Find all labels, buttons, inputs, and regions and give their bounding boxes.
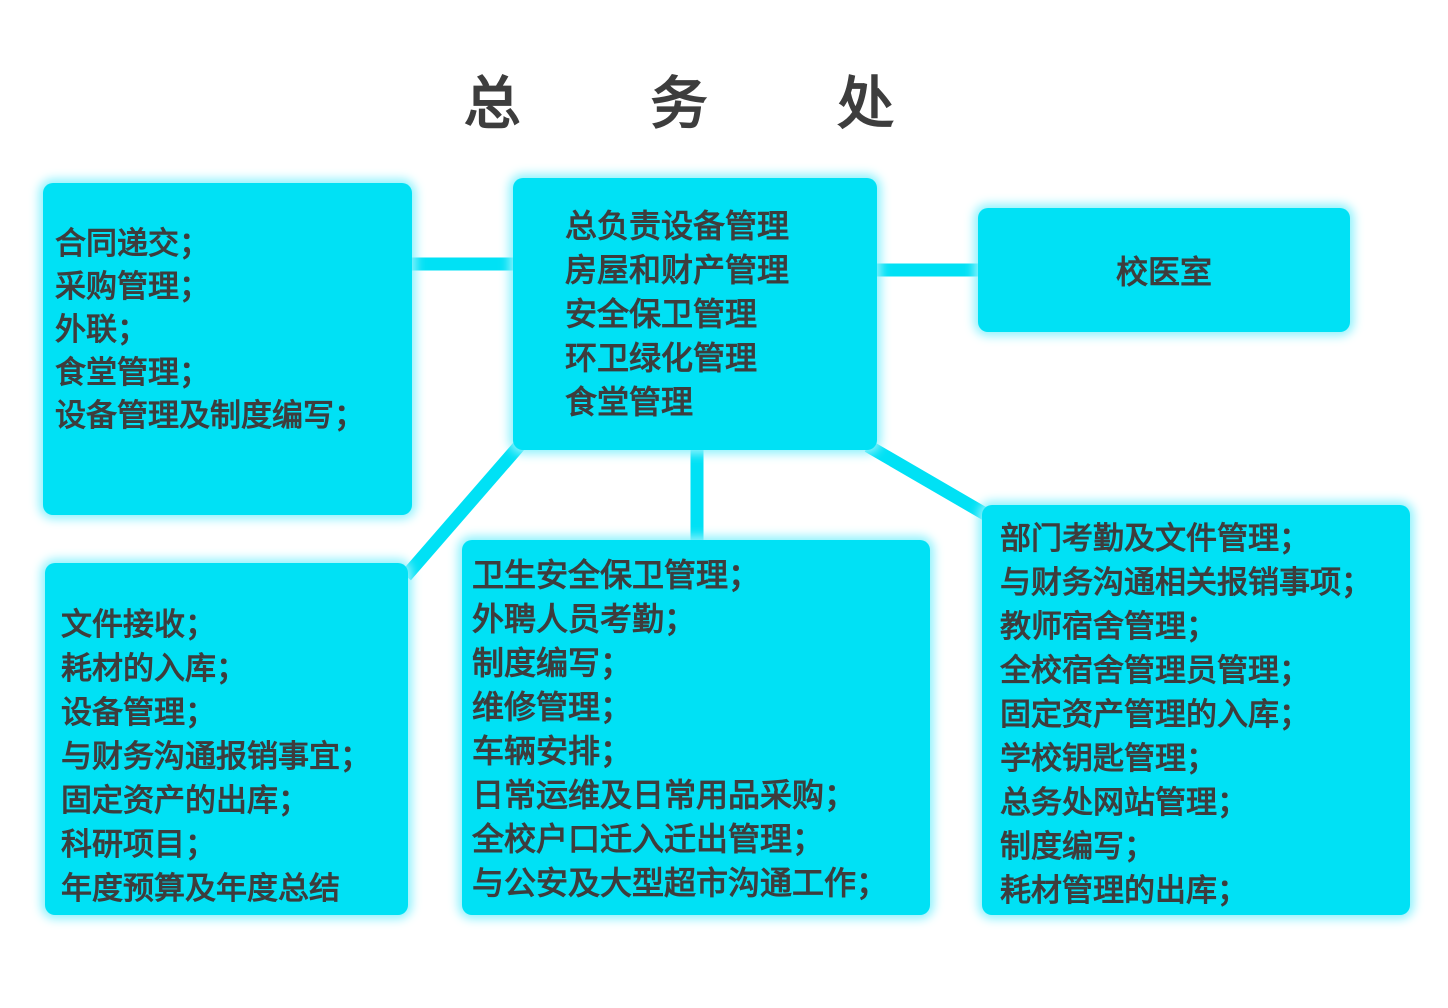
box-duties-bottom-center: 卫生安全保卫管理； 外聘人员考勤； 制度编写； 维修管理； 车辆安排； 日常运维及日常用品… bbox=[462, 540, 930, 915]
duty-text-line: 制度编写； bbox=[1000, 829, 1155, 865]
duty-text-line: 车辆安排； bbox=[472, 732, 633, 770]
duty-text-line: 外聘人员考勤； bbox=[472, 600, 697, 638]
duty-text-line: 学校钥匙管理； bbox=[1000, 741, 1217, 777]
duty-text-line: 安全保卫管理 bbox=[565, 295, 758, 333]
duty-text-line: 全校宿舍管理员管理； bbox=[1000, 653, 1310, 689]
duty-text-line: 固定资产的出库； bbox=[61, 783, 309, 819]
page-title: 总 务 处 bbox=[463, 71, 925, 137]
duty-text-line: 卫生安全保卫管理； bbox=[472, 556, 761, 594]
duty-text-line: 全校户口迁入迁出管理； bbox=[472, 820, 825, 858]
duty-text-line: 部门考勤及文件管理； bbox=[1000, 521, 1310, 557]
duty-text-line: 设备管理及制度编写； bbox=[55, 398, 365, 434]
duty-text-line: 维修管理； bbox=[472, 688, 633, 726]
duty-text-line: 房屋和财产管理 bbox=[565, 251, 790, 289]
duty-text-line: 食堂管理； bbox=[55, 355, 210, 391]
duty-text-line: 文件接收； bbox=[61, 607, 216, 643]
duty-text-line: 日常运维及日常用品采购； bbox=[472, 776, 857, 814]
duty-text-line: 耗材管理的出库； bbox=[1000, 873, 1248, 909]
school-clinic-label: 校医室 bbox=[1115, 253, 1212, 291]
connector-center-to-bottom-right bbox=[864, 440, 996, 524]
duty-text-line: 制度编写； bbox=[472, 644, 633, 682]
duty-text-line: 耗材的入库； bbox=[61, 651, 247, 687]
box-duties-left-top: 合同递交； 采购管理； 外联； 食堂管理； 设备管理及制度编写； bbox=[43, 183, 412, 515]
box-school-clinic: 校医室 bbox=[978, 208, 1350, 332]
duty-text-line: 外联； bbox=[55, 312, 148, 348]
duty-text-line: 科研项目； bbox=[61, 827, 216, 863]
duty-text-line: 年度预算及年度总结 bbox=[61, 871, 340, 907]
box-duties-bottom-right: 部门考勤及文件管理； 与财务沟通相关报销事项； 教师宿舍管理； 全校宿舍管理员管理； 固… bbox=[982, 505, 1410, 915]
duty-text-line: 与公安及大型超市沟通工作； bbox=[472, 864, 889, 902]
duty-text-line: 与财务沟通相关报销事项； bbox=[1000, 565, 1372, 601]
duty-text-line: 采购管理； bbox=[55, 269, 210, 305]
duty-text-line: 总务处网站管理； bbox=[1000, 785, 1248, 821]
duty-text-line: 设备管理； bbox=[61, 695, 216, 731]
duty-text-line: 合同递交； bbox=[55, 226, 210, 262]
duty-text-line: 与财务沟通报销事宜； bbox=[61, 739, 371, 775]
connector-center-to-bottom-left bbox=[401, 441, 524, 581]
duty-text-line: 总负责设备管理 bbox=[565, 207, 790, 245]
box-duties-bottom-left: 文件接收； 耗材的入库； 设备管理； 与财务沟通报销事宜； 固定资产的出库； 科研项目； 年… bbox=[45, 563, 408, 915]
box-general-affairs-main: 总负责设备管理房屋和财产管理安全保卫管理环卫绿化管理食堂管理 bbox=[513, 178, 877, 450]
duty-text-line: 固定资产管理的入库； bbox=[1000, 697, 1310, 733]
duty-text-line: 食堂管理 bbox=[565, 383, 694, 421]
duty-text-line: 教师宿舍管理； bbox=[1000, 609, 1217, 645]
duty-text-line: 环卫绿化管理 bbox=[565, 339, 758, 377]
